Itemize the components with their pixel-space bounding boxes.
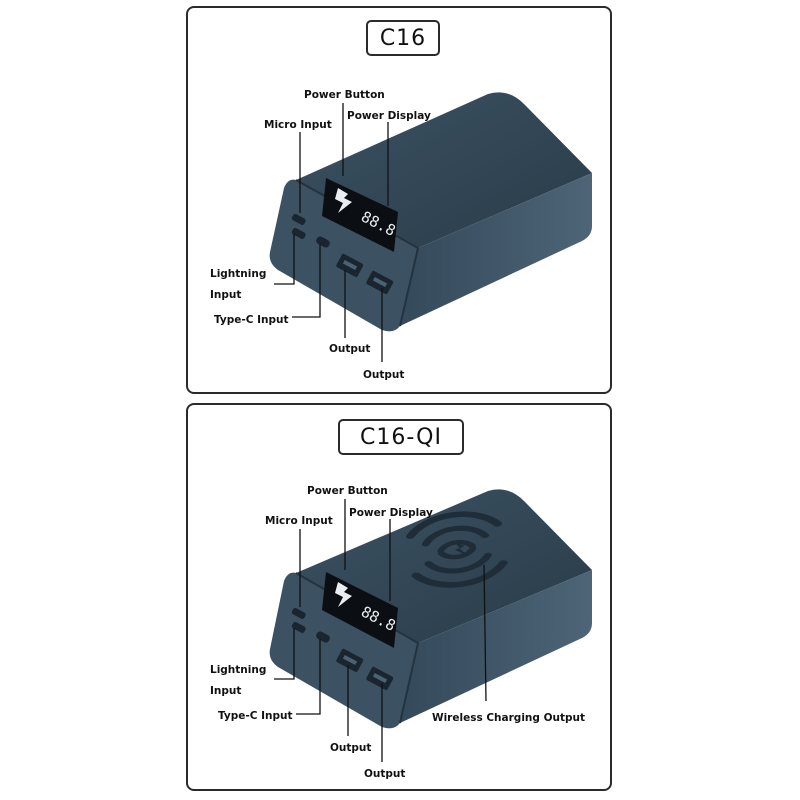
power-display: 88.8 bbox=[322, 178, 399, 252]
power-display: 88.8 bbox=[322, 572, 399, 648]
usb-output-port-2 bbox=[366, 666, 394, 690]
model-title: C16 bbox=[366, 20, 440, 56]
usb-output-port-1 bbox=[336, 253, 364, 277]
model-panel-c16: C16 88.8 bbox=[186, 6, 612, 394]
label-type-c-input: Type-C Input bbox=[214, 314, 289, 326]
label-lightning-input-line2: Input bbox=[210, 685, 241, 697]
label-micro-input: Micro Input bbox=[264, 119, 332, 131]
callout-lines bbox=[274, 103, 389, 362]
label-power-display: Power Display bbox=[349, 507, 433, 519]
qi-wireless-icon bbox=[405, 511, 508, 588]
bolt-icon bbox=[335, 188, 352, 213]
label-power-button: Power Button bbox=[307, 485, 388, 497]
model-panel-c16-qi: C16-QI bbox=[186, 403, 612, 791]
label-power-display: Power Display bbox=[347, 110, 431, 122]
lightning-port bbox=[291, 227, 306, 239]
leader-wireless-output bbox=[483, 564, 487, 702]
label-output-2: Output bbox=[364, 768, 405, 780]
label-lightning-input-line2: Input bbox=[210, 289, 241, 301]
leader-type-c-input bbox=[296, 639, 321, 715]
label-type-c-input: Type-C Input bbox=[218, 710, 293, 722]
power-bank-diagram: 88.8 Power Button Micro bbox=[210, 485, 592, 780]
usb-output-port-2 bbox=[366, 270, 394, 294]
usb-output-port-1 bbox=[336, 648, 364, 672]
power-bank-diagram: 88.8 Power Button bbox=[210, 89, 592, 381]
leader-lightning-input bbox=[274, 234, 295, 285]
label-wireless-output: Wireless Charging Output bbox=[432, 712, 585, 724]
leader-type-c-input bbox=[292, 244, 321, 318]
label-output-1: Output bbox=[329, 343, 370, 355]
ports bbox=[291, 607, 394, 690]
leader-lightning-input bbox=[274, 628, 295, 680]
model-title: C16-QI bbox=[338, 419, 464, 455]
label-lightning-input-line1: Lightning bbox=[210, 268, 266, 280]
ports bbox=[291, 213, 394, 294]
micro-port bbox=[291, 213, 306, 225]
bolt-icon bbox=[335, 582, 352, 607]
label-output-2: Output bbox=[363, 369, 404, 381]
label-lightning-input-line1: Lightning bbox=[210, 664, 266, 676]
callout-lines bbox=[274, 499, 487, 762]
label-micro-input: Micro Input bbox=[265, 515, 333, 527]
micro-port bbox=[291, 607, 306, 619]
lightning-port bbox=[291, 621, 306, 633]
type-c-port bbox=[316, 236, 330, 248]
label-output-1: Output bbox=[330, 742, 371, 754]
label-power-button: Power Button bbox=[304, 89, 385, 101]
type-c-port bbox=[316, 631, 330, 643]
